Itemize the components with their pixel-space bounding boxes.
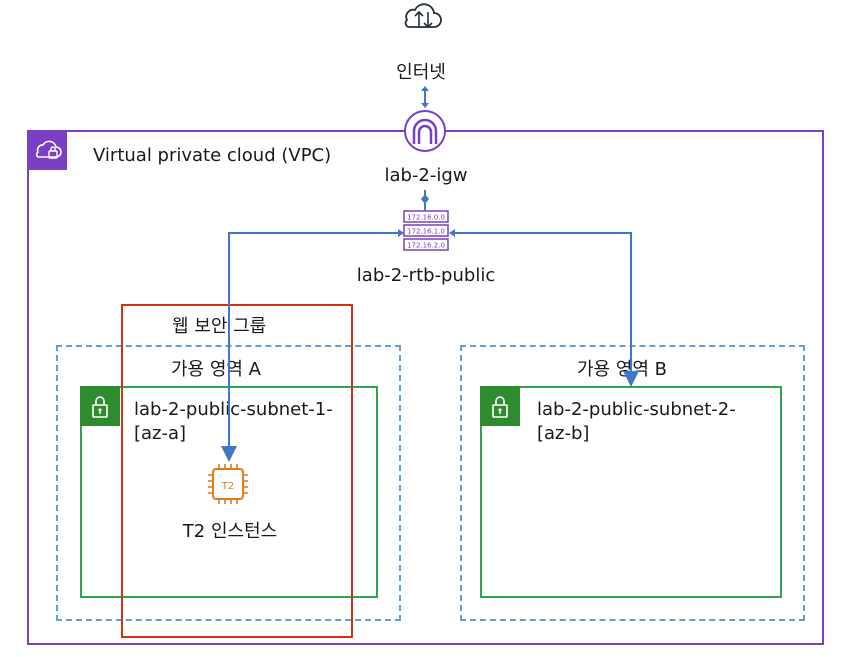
route-table-instance-connector [221, 229, 404, 462]
internet-gateway-icon [404, 110, 446, 152]
route-table-subnet-2-connector [449, 229, 639, 387]
instance-chip-text: T2 [221, 481, 234, 492]
public-subnet-1-label: lab-2-public-subnet-1- [az-a] [134, 399, 333, 444]
igw-route-table-connector [421, 190, 429, 210]
lock-icon [480, 386, 520, 426]
internet-label: 인터넷 [396, 62, 446, 83]
security-group-web [121, 304, 353, 638]
availability-zone-a-label: 가용 영역 A [171, 359, 261, 380]
internet-cloud-icon [404, 3, 442, 29]
route-table-icon: 172.16.0.0 172.16.1.0 172.16.2.0 [403, 210, 449, 251]
availability-zone-b-label: 가용 영역 B [577, 359, 668, 380]
route-entry: 172.16.1.0 [407, 228, 445, 236]
security-group-label: 웹 보안 그룹 [172, 316, 267, 337]
instance-label: T2 인스턴스 [182, 521, 278, 542]
route-entry: 172.16.0.0 [407, 214, 445, 222]
availability-zone-b [460, 345, 805, 621]
internet-igw-connector [421, 86, 429, 108]
route-table-label: lab-2-rtb-public [356, 265, 496, 286]
ec2-chip-icon: T2 [208, 464, 248, 504]
public-subnet-2 [480, 386, 782, 598]
lock-icon [80, 386, 120, 426]
vpc-label: Virtual private cloud (VPC) [93, 145, 332, 166]
igw-label: lab-2-igw [384, 165, 468, 186]
vpc-cloud-lock-icon [27, 130, 67, 170]
route-entry: 172.16.2.0 [407, 242, 445, 250]
public-subnet-2-label: lab-2-public-subnet-2- [az-b] [537, 399, 736, 444]
